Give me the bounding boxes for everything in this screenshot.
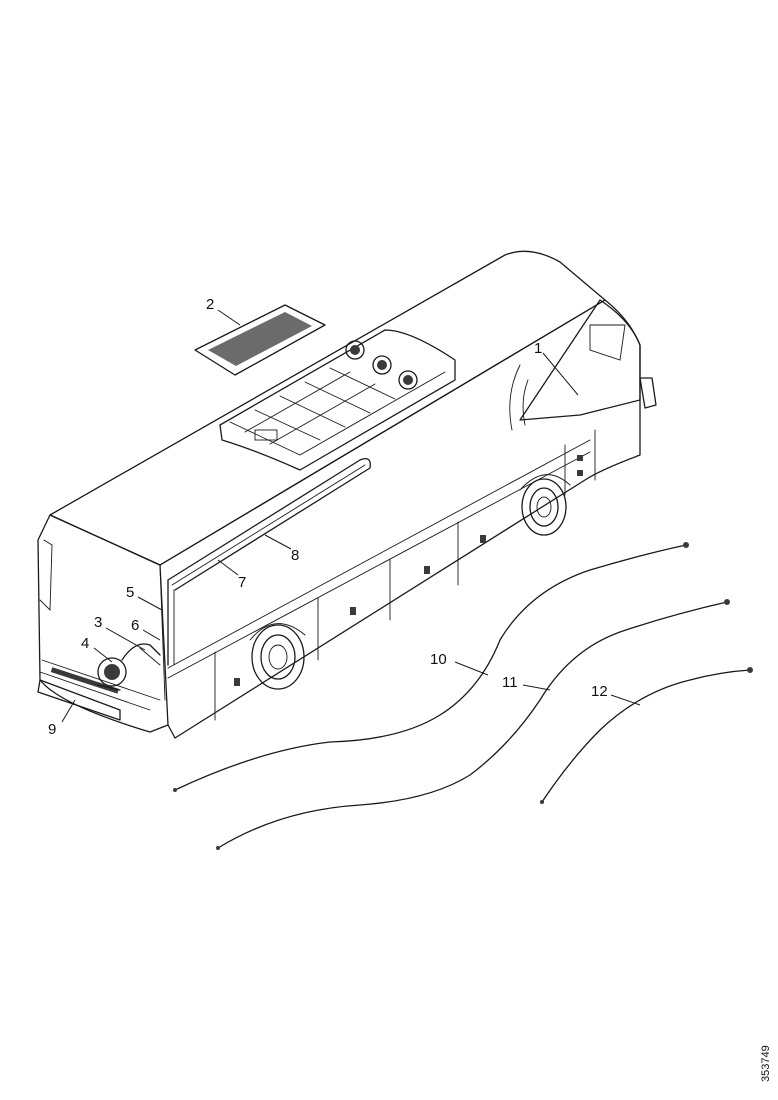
rear-heater-assembly bbox=[97, 643, 161, 691]
callout-3: 3 bbox=[94, 614, 102, 631]
callout-5: 5 bbox=[126, 584, 134, 601]
callout-4: 4 bbox=[81, 635, 89, 652]
leader-lines bbox=[61, 309, 641, 723]
pipe-10 bbox=[173, 542, 689, 792]
callout-labels: 1 2 3 4 5 6 7 8 9 10 11 12 bbox=[48, 296, 608, 738]
document-id: 353749 bbox=[760, 1045, 772, 1082]
callout-11: 11 bbox=[502, 674, 518, 691]
callout-2: 2 bbox=[206, 296, 214, 313]
callout-10: 10 bbox=[430, 651, 447, 668]
callout-6: 6 bbox=[131, 617, 139, 634]
callout-7: 7 bbox=[238, 574, 246, 591]
callout-8: 8 bbox=[291, 547, 299, 564]
filter-panel bbox=[194, 304, 326, 376]
front-wheel bbox=[519, 474, 571, 536]
bus-body bbox=[37, 250, 657, 739]
callout-9: 9 bbox=[48, 721, 56, 738]
air-duct bbox=[167, 457, 371, 666]
pipe-12 bbox=[540, 667, 753, 804]
pipe-11 bbox=[216, 599, 730, 850]
rear-wheel bbox=[249, 623, 306, 690]
callout-1: 1 bbox=[534, 340, 542, 357]
callout-12: 12 bbox=[591, 683, 608, 700]
roof-ac-unit bbox=[219, 329, 456, 471]
